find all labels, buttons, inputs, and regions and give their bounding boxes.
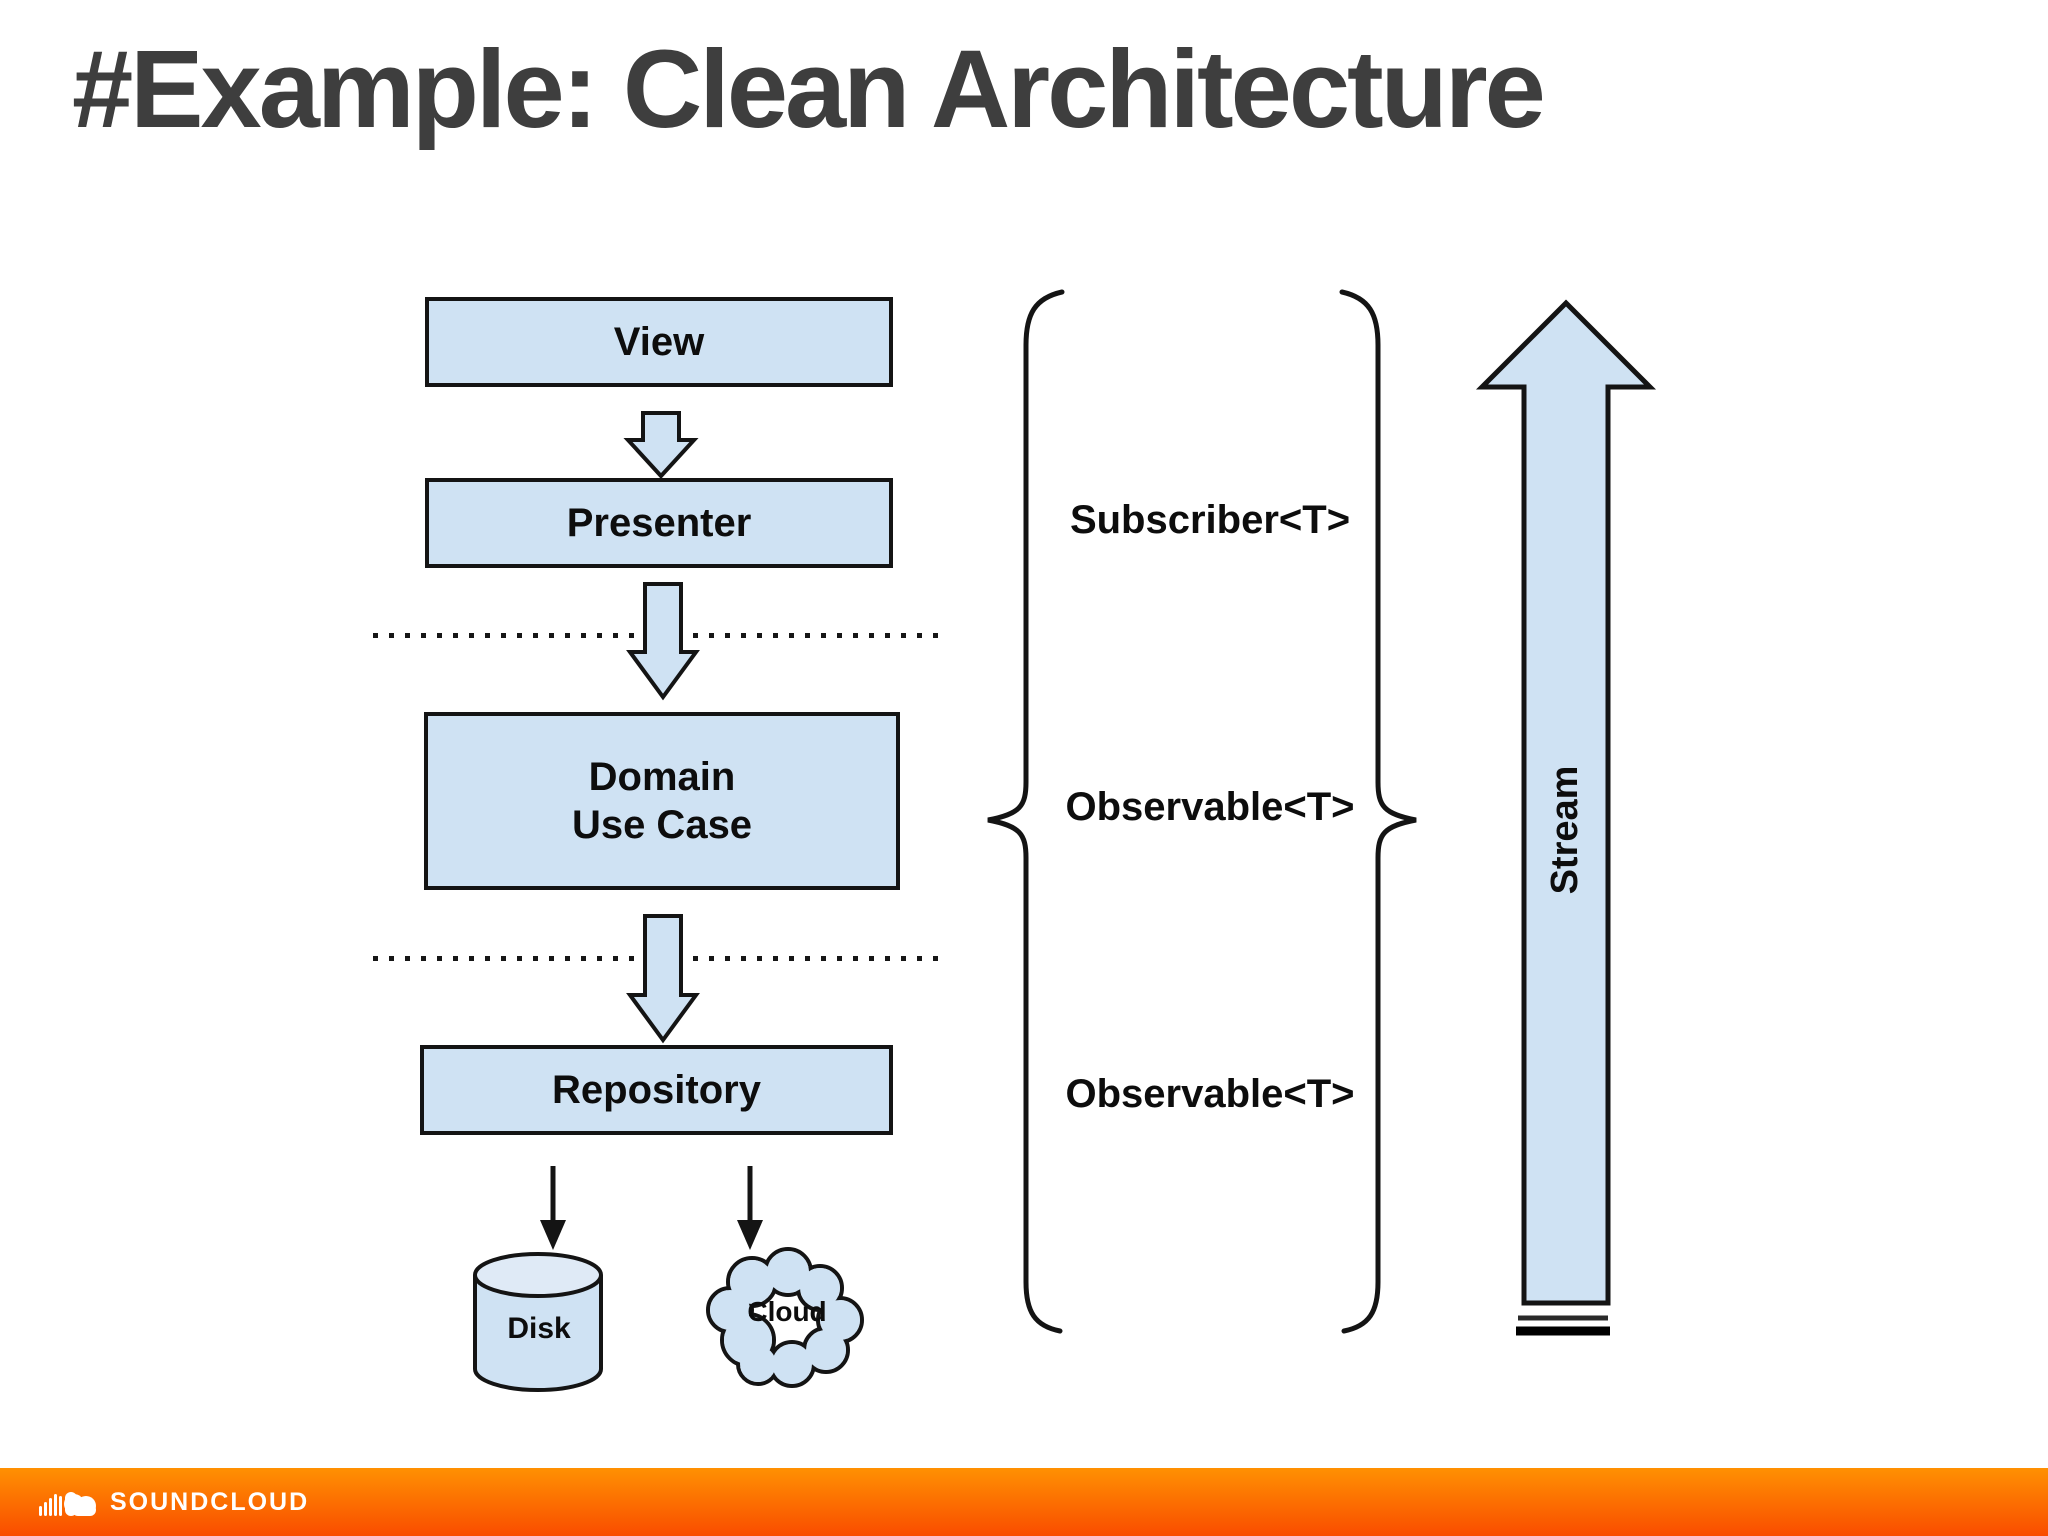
footer-bar: SOUNDCLOUD	[0, 1468, 2048, 1536]
soundcloud-logo-icon	[39, 1492, 96, 1516]
arrow-presenter-to-domain-icon	[626, 582, 700, 701]
stream-arrow-icon	[1475, 299, 1657, 1336]
box-repository-label: Repository	[552, 1068, 761, 1112]
box-view-label: View	[613, 320, 705, 364]
left-brace	[987, 289, 1065, 1334]
box-presenter-label: Presenter	[566, 501, 752, 545]
slide-title: #Example: Clean Architecture	[72, 28, 1546, 151]
disk-label: Disk	[507, 1312, 571, 1345]
cloud-icon	[706, 1247, 864, 1388]
arrow-domain-to-repository-icon	[626, 914, 700, 1044]
cloud-label: Cloud	[747, 1296, 827, 1327]
box-domain-label-line1: Domain	[588, 755, 736, 799]
annotation-subscriber: Subscriber<T>	[1069, 498, 1351, 542]
stream-arrow-label: Stream	[1544, 765, 1586, 895]
disk-cylinder-icon	[473, 1252, 603, 1392]
arrow-repository-to-cloud-icon	[737, 1166, 763, 1250]
annotation-observable-middle: Observable<T>	[1065, 785, 1355, 829]
box-presenter: Presenter	[425, 478, 893, 568]
box-domain-label-line2: Use Case	[571, 803, 753, 847]
annotation-observable-bottom: Observable<T>	[1065, 1072, 1355, 1116]
arrow-repository-to-disk-icon	[540, 1166, 566, 1250]
arrow-view-to-presenter-icon	[623, 411, 699, 479]
right-brace	[1339, 289, 1417, 1334]
box-domain-use-case: Domain Use Case	[424, 712, 900, 890]
brand-text: SOUNDCLOUD	[110, 1487, 310, 1516]
box-repository: Repository	[420, 1045, 893, 1135]
box-view: View	[425, 297, 893, 387]
